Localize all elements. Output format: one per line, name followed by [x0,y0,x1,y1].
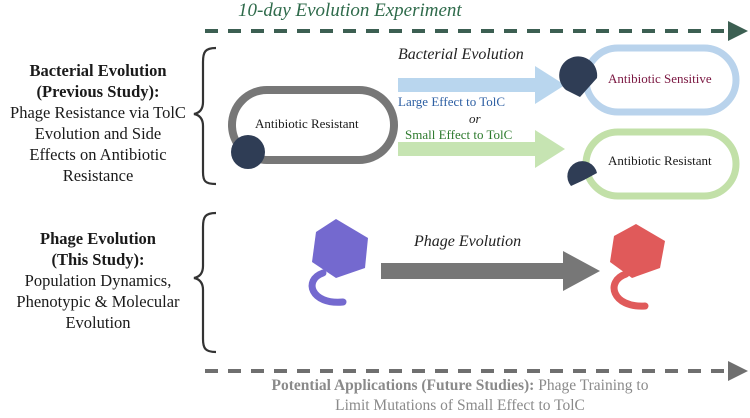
phage-bracket [193,211,217,354]
bacterial-body-line-3: Effects on Antibiotic [29,145,167,164]
bacterial-evolution-label: Bacterial Evolution [398,46,524,63]
evolved-phage [610,224,665,310]
bacterial-heading-line-1: Bacterial Evolution [29,61,167,80]
receptor-small-cut [567,161,597,186]
sensitive-cell-label: Antibiotic Sensitive [608,71,712,86]
bacterial-heading-line-2: (Previous Study): [36,82,160,101]
ancestral-phage [308,219,368,306]
phage-heading-line-1: Phage Evolution [40,229,156,248]
receptor-intact [231,135,265,169]
phage-heading-line-2: (This Study): [51,250,145,269]
small-effect-arrow [398,130,565,168]
footer-line-1-rest: Phage Training to [534,377,649,394]
resistant-cell-bottom-label: Antibiotic Resistant [608,153,712,168]
phage-head-red [610,224,665,278]
or-label: or [469,111,481,126]
resistant-cell-main [228,86,398,164]
bacterial-body-line-4: Resistance [62,166,134,185]
bacterial-bracket [193,46,217,186]
bacterial-body-line-2: Evolution and Side [34,124,162,143]
phage-body-line-1: Population Dynamics, [24,271,172,290]
footer-bold-text: Potential Applications (Future Studies): [271,377,535,394]
footer-line-2: Limit Mutations of Small Effect to TolC [335,397,585,414]
phage-evolution-arrow [381,251,600,291]
experiment-title: 10-day Evolution Experiment [238,0,462,21]
phage-evolution-label: Phage Evolution [414,233,522,250]
future-applications-caption: Potential Applications (Future Studies):… [230,376,690,416]
bacterial-evolution-description: Bacterial Evolution (Previous Study): Ph… [0,60,196,186]
phage-tail-purple [308,269,347,306]
resistant-cell-main-label: Antibiotic Resistant [255,116,359,131]
small-effect-label: Small Effect to TolC [405,127,513,142]
large-effect-arrow [398,66,565,104]
receptor-large-cut [559,56,598,97]
phage-head-purple [312,219,368,278]
phage-body-line-3: Evolution [65,313,131,332]
phage-body-line-2: Phenotypic & Molecular [16,292,180,311]
phage-evolution-description: Phage Evolution (This Study): Population… [0,228,196,333]
large-effect-label: Large Effect to TolC [398,94,506,109]
phage-tail-red [610,270,649,310]
bacterial-body-line-1: Phage Resistance via TolC [10,103,186,122]
